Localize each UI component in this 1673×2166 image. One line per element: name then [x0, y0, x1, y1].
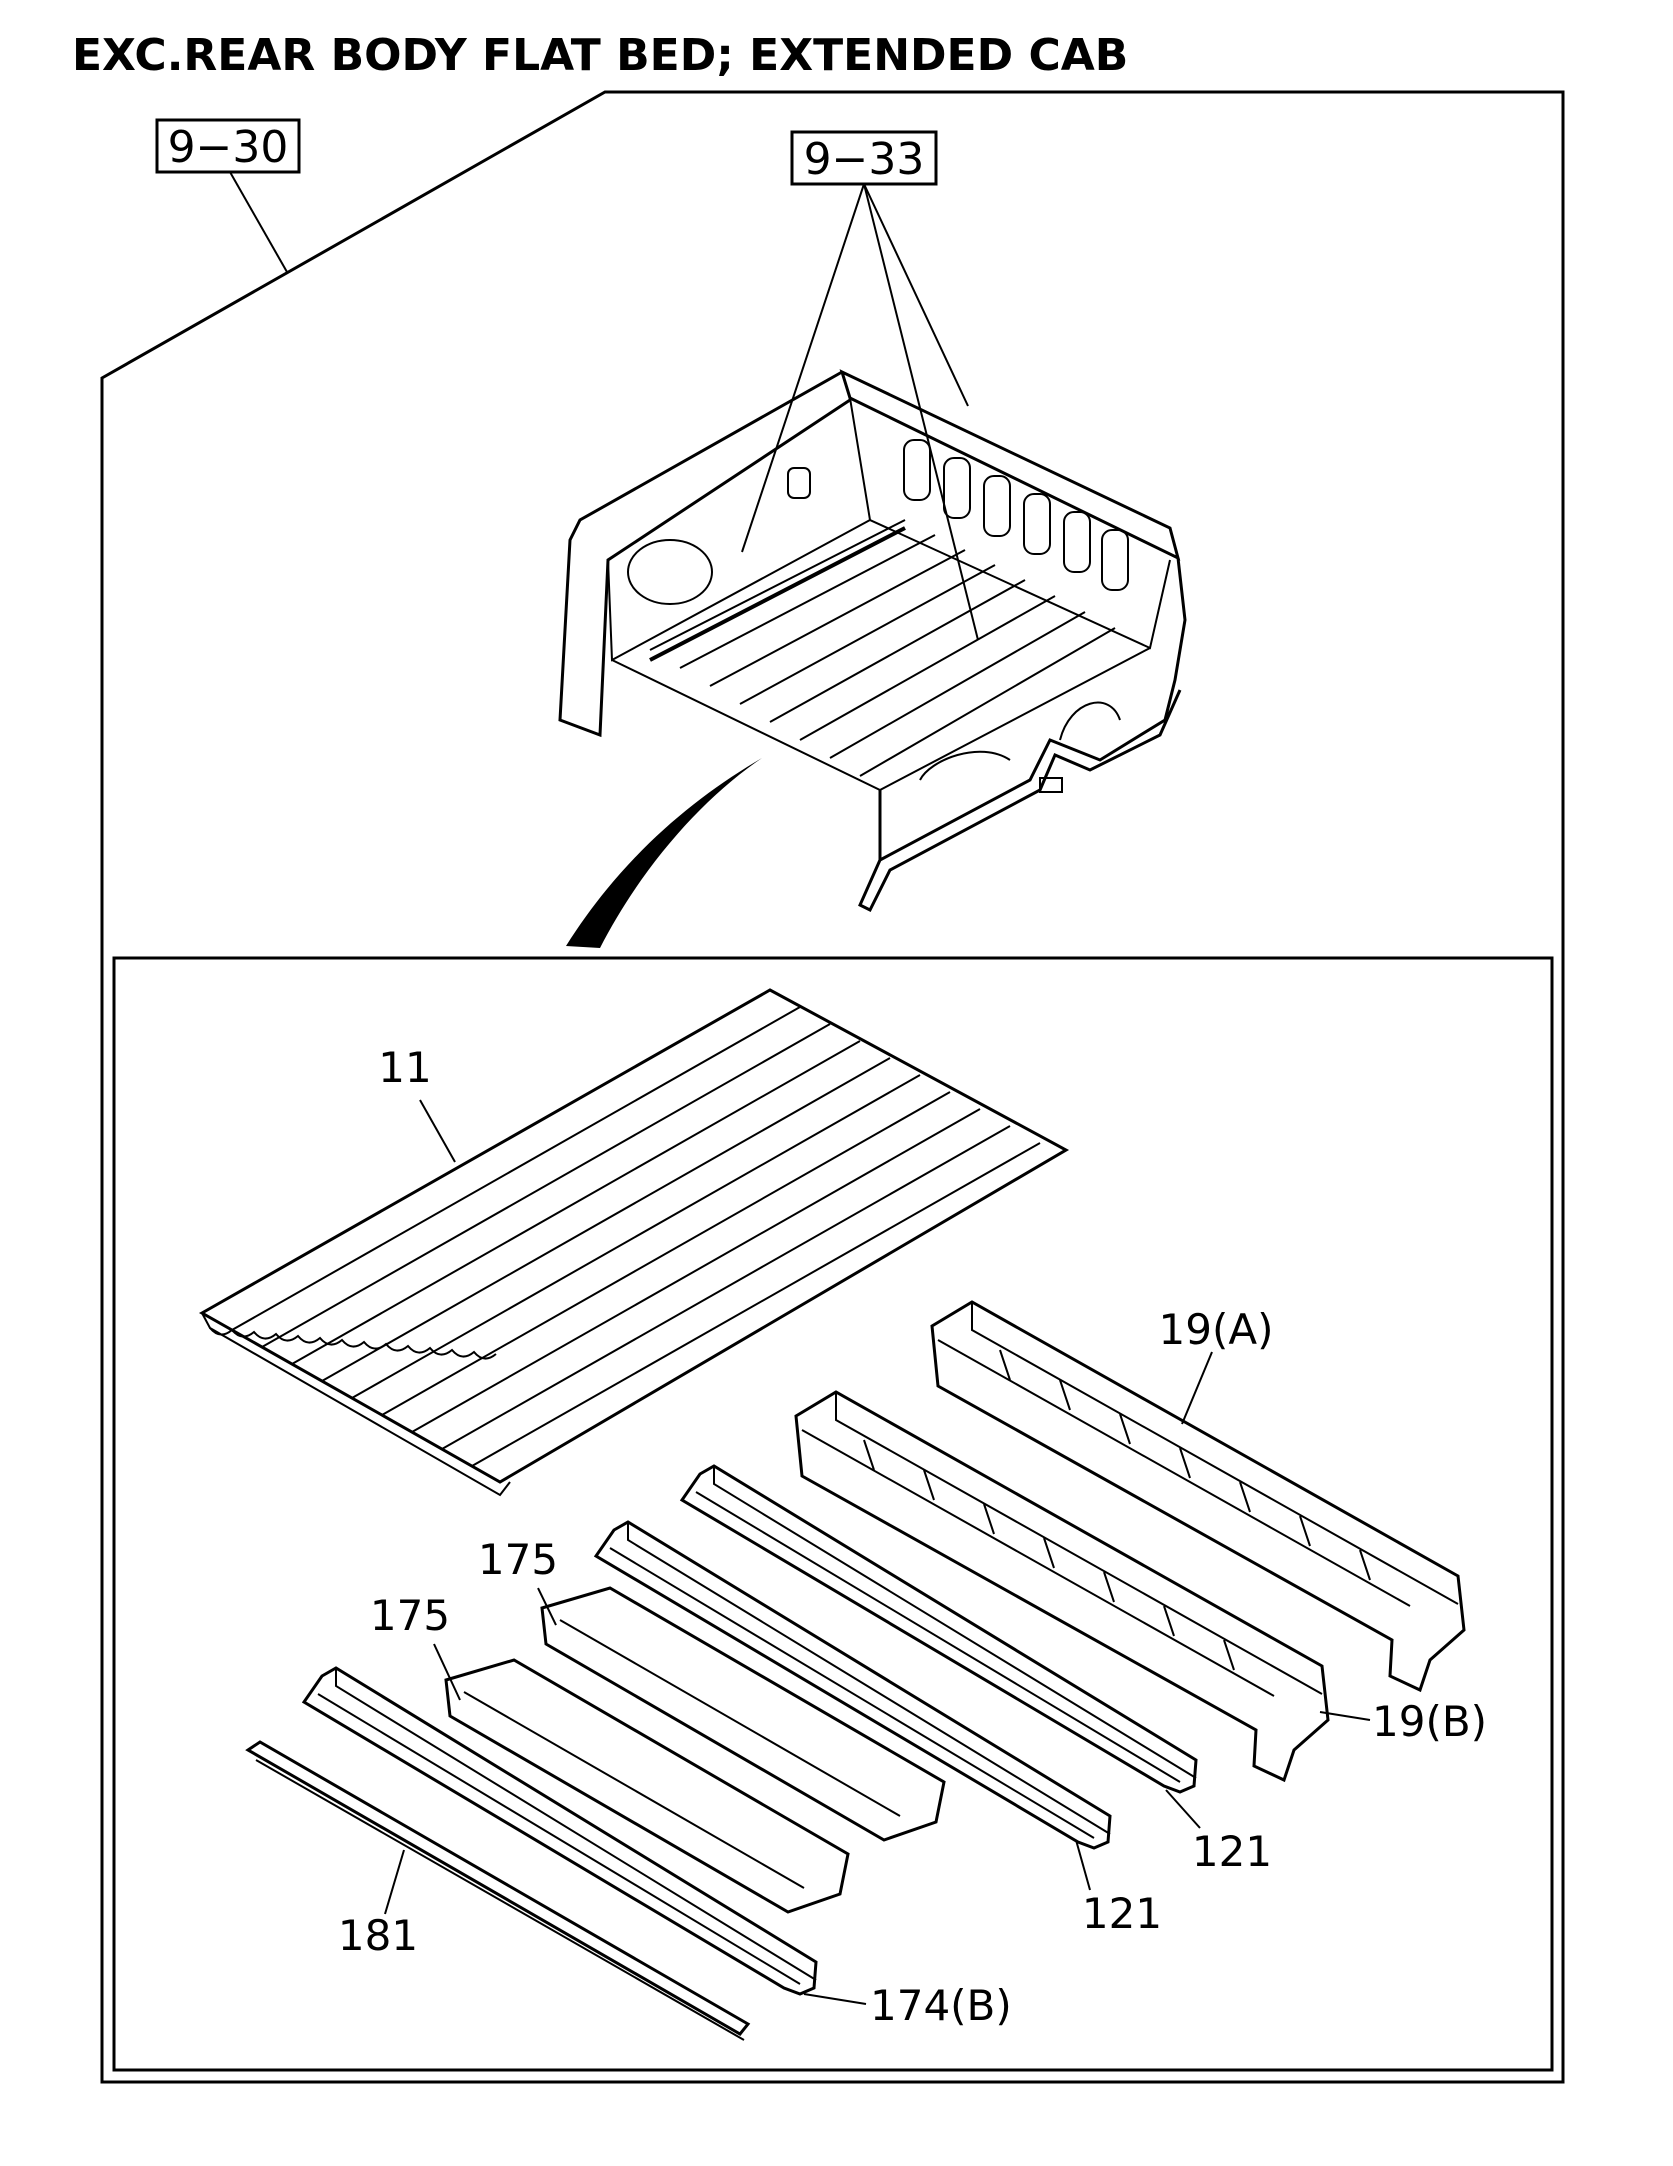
callout-121-right: 121 — [1192, 1827, 1272, 1876]
crossmember-19a — [930, 1300, 1466, 1693]
callout-11: 11 — [378, 1043, 431, 1092]
leader-lines — [384, 1099, 1371, 2005]
callout-175-lower: 175 — [370, 1591, 450, 1640]
page-title: EXC.REAR BODY FLAT BED; EXTENDED CAB — [72, 30, 1129, 81]
callout-175-upper: 175 — [478, 1535, 558, 1584]
callout-19b: 19(B) — [1372, 1697, 1487, 1746]
callout-19a: 19(A) — [1159, 1305, 1274, 1354]
sill-174b — [301, 1666, 818, 1996]
sill-121-left — [593, 1520, 1112, 1850]
floor-panel — [198, 988, 1070, 1497]
sill-121-right — [679, 1464, 1198, 1794]
ref-label-9-33: 9−33 — [804, 134, 925, 185]
outer-frame — [100, 90, 1565, 2084]
callout-174b: 174(B) — [870, 1981, 1012, 2030]
callout-181: 181 — [338, 1911, 418, 1960]
callout-121-left: 121 — [1082, 1889, 1162, 1938]
detail-arrow — [566, 758, 762, 948]
inner-detail-frame — [112, 956, 1554, 2072]
crossmember-19b — [794, 1390, 1330, 1783]
ref-box-9-30[interactable]: 9−30 — [155, 118, 301, 273]
gusset-175-upper — [540, 1586, 946, 1842]
truck-bed-illustration — [558, 369, 1187, 913]
gusset-175-lower — [444, 1658, 850, 1914]
strip-181 — [245, 1740, 751, 2041]
ref-label-9-30: 9−30 — [168, 122, 289, 173]
ref-box-9-33[interactable]: 9−33 — [741, 130, 979, 641]
